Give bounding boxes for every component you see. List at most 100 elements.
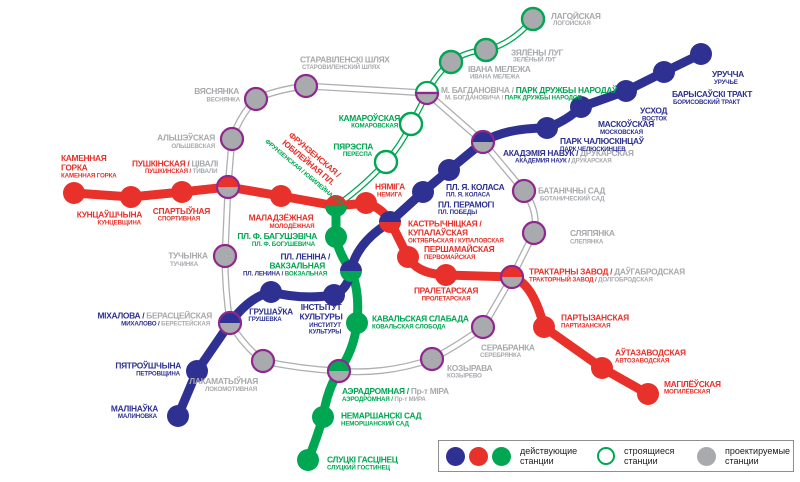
label-barysawski-trakt-line1: БОРИСОВСКИЙ ТРАКТ — [673, 98, 740, 106]
station-kamennaya-horka — [63, 182, 85, 204]
label-text: ВОКЗАЛЬНАЯ — [285, 271, 328, 278]
label-text: ПАРК ДРУЖБЫ НАРОДАЎ — [516, 84, 618, 95]
legend-red-circle-icon — [469, 446, 488, 466]
label-barysawski-trakt-line0: БАРЫСАЎСКІ ТРАКТ — [672, 88, 753, 99]
label-malinawka-line1: МАЛИНОВКА — [118, 413, 158, 420]
station-alshewskaya — [219, 126, 245, 152]
label-pushkinskaya-tsivali-line1: ПУШКИНСКАЯ / ТИВАЛИ — [145, 168, 218, 175]
legend-green-circle-icon — [492, 446, 511, 466]
label-text: ЛАКАМАТЫЎНАЯ — [189, 375, 258, 386]
label-kuntsawshchyna-line1: КУНЦЕВЩИНА — [97, 220, 141, 227]
label-text: СПАРТЫЎНАЯ — [153, 205, 211, 216]
label-kamennaya-horka-line1: ГОРКА — [61, 163, 88, 173]
legend-operating-line2: станции — [520, 456, 554, 466]
label-text: УСХОД — [640, 106, 668, 116]
label-lakamatywnaya-line1: ЛОКОМОТИВНАЯ — [205, 386, 258, 393]
label-batanichny-sad-line1: БОТАНИЧЕСКИЙ САД — [540, 195, 605, 203]
label-text: КОМАРОВСКАЯ — [351, 123, 399, 130]
station-tuchynka — [212, 243, 238, 269]
label-text: ПУШКІНСКАЯ / — [132, 159, 191, 169]
label-awtazavodskaya-line1: АВТОЗАВОДСКАЯ — [615, 358, 670, 365]
label-text: СЕРАБРАНКА — [481, 343, 535, 353]
label-text: БАТАНІЧНЫ САД — [538, 186, 605, 196]
station-pl-ya-kolasa — [438, 159, 460, 181]
station-kastrychnitskaya-kupalawskaya — [379, 211, 401, 233]
label-kavalskaya-slabada-line0: КАВАЛЬСКАЯ СЛАБАДА — [372, 314, 469, 324]
station-pl-bahushevicha — [325, 226, 347, 248]
label-maskowskaya-line0: МАСКОЎСКАЯ — [598, 118, 654, 129]
label-spartywnaya-line1: СПОРТИВНАЯ — [158, 216, 201, 223]
legend-box: действующие станции строящиеся станции п… — [438, 440, 794, 472]
label-text: АВТОЗАВОДСКАЯ — [615, 358, 670, 365]
label-maskowskaya-line1: МОСКОВСКАЯ — [600, 129, 644, 136]
label-text: ПРОЛЕТАРСКАЯ — [422, 296, 472, 303]
station-serabranka — [470, 314, 496, 340]
label-text: МОГИЛЁВСКАЯ — [664, 389, 711, 396]
label-text: КУЛЬТУРЫ — [309, 329, 341, 336]
label-text: ПЛ. ЛЕНІНА / — [280, 252, 331, 262]
label-lakamatywnaya-line0: ЛАКАМАТЫЎНАЯ — [189, 375, 258, 386]
label-text: ПАРТИЗАНСКАЯ — [561, 323, 611, 330]
label-ivana-melezha-line0: ІВАНА МЕЛЕЖА — [468, 64, 531, 74]
label-text: МАСКОЎСКАЯ — [598, 118, 654, 129]
label-kuntsawshchyna-line0: КУНЦАЎШЧЫНА — [77, 209, 143, 220]
label-text: ПЯТРОЎШЧЫНА — [115, 360, 181, 371]
label-text: ТУЧЫНКА — [168, 251, 208, 261]
label-pyarespa-line1: ПЕРЕСПА — [343, 151, 373, 158]
label-text: МАЛИНОВКА — [118, 413, 158, 420]
station-slyapyanka — [521, 220, 547, 246]
label-text: СЛУЦКИЙ ГОСТИНЕЦ — [327, 464, 391, 472]
label-malinawka-line0: МАЛІНАЎКА — [111, 403, 158, 414]
label-text: ВАКЗАЛЬНАЯ — [269, 261, 325, 271]
label-serabranka-line0: СЕРАБРАНКА — [481, 343, 535, 353]
label-pyatrowshchyna-line0: ПЯТРОЎШЧЫНА — [115, 360, 181, 371]
label-text: ОКТЯБРЬСКАЯ / КУПАЛОВСКАЯ — [408, 238, 504, 245]
label-hrushawka-line0: ГРУШАЎКА — [249, 306, 293, 317]
station-vyasnyanka — [243, 86, 269, 112]
label-slutski-hastsinets-line1: СЛУЦКИЙ ГОСТИНЕЦ — [327, 464, 391, 472]
station-praletarskaya — [435, 264, 457, 286]
label-spartywnaya-line0: СПАРТЫЎНАЯ — [153, 205, 211, 216]
label-instytut-kultury-line3: КУЛЬТУРЫ — [309, 329, 341, 336]
label-pl-lenina-vakzalnaya-line0: ПЛ. ЛЕНІНА / — [280, 252, 331, 262]
legend-operating-label: действующие станции — [520, 446, 577, 466]
label-nyamiha-line0: НЯМІГА — [375, 182, 405, 192]
legend-operating: действующие станции — [446, 441, 577, 471]
station-barysawski-trakt — [653, 61, 675, 83]
station-pl-peramohi — [412, 181, 434, 203]
label-text: КАМЕННАЯ ГОРКА — [61, 173, 117, 180]
label-text: ЛАГОЙСКАЯ — [551, 10, 601, 21]
label-instytut-kultury-line2: ИНСТИТУТ — [309, 322, 341, 329]
station-frunzenskaya-yubileynaya — [325, 195, 347, 217]
station-maladzyozhnaya — [270, 185, 292, 207]
label-text: М. БАГДАНОВІЧА / — [441, 85, 516, 95]
label-slyapyanka-line0: СЛЯПЯНКА — [570, 228, 615, 238]
label-text: СТАРОВИЛЕНСКИЙ ШЛЯХ — [302, 63, 381, 71]
label-text: ІНСТЫТУТ — [301, 302, 343, 312]
label-kastrychnitskaya-kupalawskaya-line2: ОКТЯБРЬСКАЯ / КУПАЛОВСКАЯ — [408, 238, 504, 245]
label-pyatrowshchyna-line1: ПЕТРОВЩИНА — [136, 371, 181, 378]
station-ivana-melezha — [438, 49, 464, 75]
label-text: ПЛ. Ф. БОГУШЕВИЧА — [252, 241, 316, 248]
legend-projected-line2: станции — [725, 456, 759, 466]
label-kastrychnitskaya-kupalawskaya-line1: КУПАЛАЎСКАЯ — [408, 227, 468, 238]
legend-operating-line1: действующие — [520, 445, 578, 456]
label-text: ПРАЛЕТАРСКАЯ — [414, 286, 478, 296]
label-m-bahdanovicha-park-druzhby-line1: М. БОГДАНОВИЧА / ПАРК ДРУЖБЫ НАРОДОВ — [445, 95, 583, 102]
label-mahilyowskaya-line1: МОГИЛЁВСКАЯ — [664, 389, 711, 396]
label-text: ИНСТИТУТ — [309, 322, 341, 329]
label-instytut-kultury-line0: ІНСТЫТУТ — [301, 302, 343, 312]
label-text: АКАДЕМИЯ НАУК / — [515, 158, 571, 165]
label-text: БАРЫСАЎСКІ ТРАКТ — [672, 88, 753, 99]
station-pyarespa — [373, 149, 399, 175]
label-pl-bahushevicha-line1: ПЛ. Ф. БОГУШЕВИЧА — [252, 241, 316, 248]
station-m-bahdanovicha-park-druzhby — [414, 80, 440, 106]
label-park-chalyuskintsaw-line0: ПАРК ЧАЛЮСКІНЦАЎ — [560, 135, 645, 146]
label-text: ЛОКОМОТИВНАЯ — [205, 386, 258, 393]
label-nyamiha-line1: НЕМИГА — [377, 192, 403, 199]
label-text: КУНЦАЎШЧЫНА — [77, 209, 143, 220]
station-partyzanskaya — [533, 316, 555, 338]
label-kastrychnitskaya-kupalawskaya-line0: КАСТРЫЧНІЦКАЯ / — [408, 219, 482, 229]
